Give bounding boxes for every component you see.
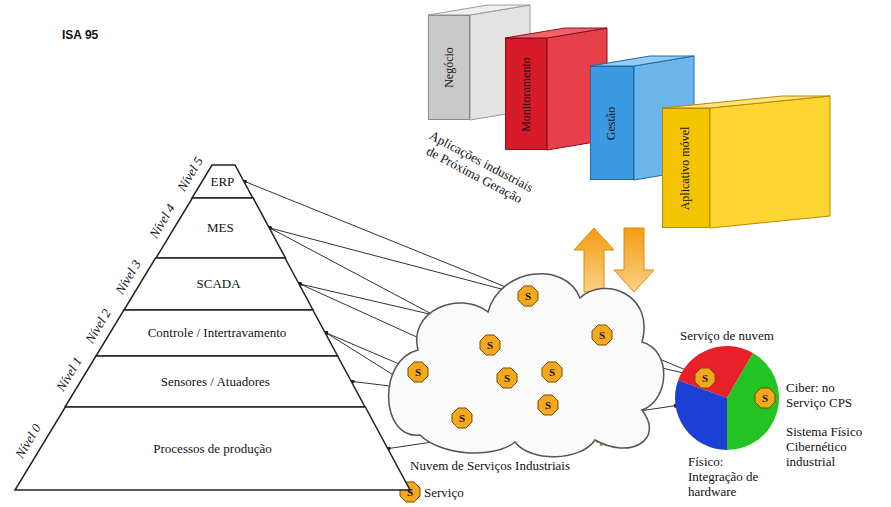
service-icon: S	[541, 361, 563, 383]
band-outline	[96, 310, 338, 356]
service-icon: S	[517, 285, 539, 307]
service-octagon	[538, 395, 558, 415]
service-icon: S	[591, 324, 613, 346]
level-label: Nível 2	[82, 306, 114, 346]
service-octagon	[755, 388, 775, 408]
service-letter: S	[451, 407, 473, 429]
node-label: Nuvem de Serviços Industriais	[410, 458, 570, 474]
service-icon: S	[407, 361, 429, 383]
node-label: Serviço de nuvem	[680, 328, 774, 344]
level-label: Nível 0	[12, 421, 44, 461]
service-octagon	[542, 362, 562, 382]
service-letter: S	[694, 367, 716, 389]
service-octagon	[695, 368, 715, 388]
next-gen-apps-label: Aplicações industriais de Próxima Geraçã…	[414, 124, 543, 212]
band-outline	[15, 407, 410, 490]
up-arrow	[574, 228, 614, 292]
application-box: Negócio	[428, 15, 470, 120]
isa95-level-band: SCADA	[124, 258, 313, 310]
service-letter: S	[517, 285, 539, 307]
service-icon: S	[479, 334, 501, 356]
band-outline	[65, 356, 365, 407]
service-octagon	[518, 286, 538, 306]
service-letter: S	[407, 361, 429, 383]
node-label: Controle / Intertravamento	[148, 325, 287, 341]
service-octagon	[480, 335, 500, 355]
isa95-level-band: Sensores / Atuadores	[65, 356, 365, 407]
service-link	[270, 228, 517, 293]
service-cloud: Nuvem de Serviços IndustriaisSSSSSSSS	[380, 250, 665, 450]
legend-service-letter: S	[407, 485, 413, 500]
cyber-label: Ciber: no Serviço CPS	[786, 380, 871, 410]
level-label: Nível 3	[112, 257, 144, 297]
cps-sectors	[675, 346, 779, 450]
band-outline	[124, 258, 313, 310]
service-letter: S	[479, 334, 501, 356]
service-octagon	[408, 362, 428, 382]
level-label: Nível 1	[53, 354, 85, 394]
node-label: Negócio	[442, 47, 457, 88]
app-box-grey-faces	[428, 5, 530, 15]
service-letter: S	[541, 361, 563, 383]
app-box-yellow-faces	[662, 96, 830, 228]
service-letter: S	[754, 387, 776, 409]
application-box: Aplicativo móvel	[662, 108, 710, 228]
service-octagon	[497, 368, 517, 388]
service-letter: S	[591, 324, 613, 346]
cloud-outline	[389, 274, 664, 457]
service-octagon	[592, 325, 612, 345]
isa95-level-band: Processos de produção	[15, 407, 410, 490]
service-icon: S	[694, 367, 716, 389]
application-box: Monitoramento	[505, 38, 547, 150]
app-box-red-faces	[505, 28, 607, 38]
cps-sector	[727, 353, 779, 450]
service-octagon	[452, 408, 472, 428]
service-icon: S	[754, 387, 776, 409]
cps-sector	[675, 380, 727, 450]
node-label: MES	[207, 220, 234, 236]
node-label: SCADA	[197, 276, 241, 292]
service-letter: S	[496, 367, 518, 389]
app-box-blue-faces	[590, 56, 694, 66]
physical-label: Físico: Integração de hardware	[688, 454, 768, 499]
node-label: Processos de produção	[153, 441, 271, 457]
node-label: Aplicativo móvel	[679, 126, 694, 210]
node-label: Sensores / Atuadores	[161, 374, 270, 390]
cps-label: Sistema Físico Cibernético industrial	[786, 424, 886, 469]
service-icon: S	[496, 367, 518, 389]
node-label: Gestão	[604, 106, 619, 139]
service-icon: S	[537, 394, 559, 416]
app-box-yellow-faces	[710, 96, 830, 228]
service-icon: S	[451, 407, 473, 429]
node-label: ERP	[210, 174, 234, 190]
isa95-level-band: Controle / Intertravamento	[96, 310, 338, 356]
cps-circle: Serviço de nuvemSS	[675, 346, 779, 450]
level-label: Nível 4	[146, 201, 178, 241]
level-label: Nível 5	[174, 154, 206, 194]
legend-row: Serviço	[424, 485, 464, 500]
node-label: Monitoramento	[519, 57, 534, 132]
service-letter: S	[537, 394, 559, 416]
down-arrow	[614, 228, 654, 292]
diagram-title-label: ISA 95	[62, 28, 98, 43]
app-box-yellow-faces	[662, 96, 830, 108]
cloud-outline	[380, 250, 665, 450]
legend-text: Serviço	[424, 485, 464, 500]
application-box: Gestão	[590, 66, 634, 180]
